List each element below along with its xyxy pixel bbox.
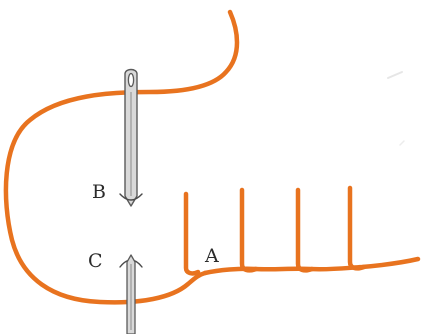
stitch-3 [295,187,315,273]
stitch-1 [183,191,201,276]
thread-loop [3,9,240,305]
background-smudges [387,71,405,146]
arrow-down-icon [119,193,143,201]
sewing-needle-icon [124,68,138,207]
stitch-4 [347,185,367,271]
needle-eye [127,72,135,88]
stitch-2 [239,187,259,273]
label-b: B [92,181,106,203]
needle-emerging [126,254,136,334]
label-c: C [88,250,103,272]
label-a: A [204,245,219,267]
